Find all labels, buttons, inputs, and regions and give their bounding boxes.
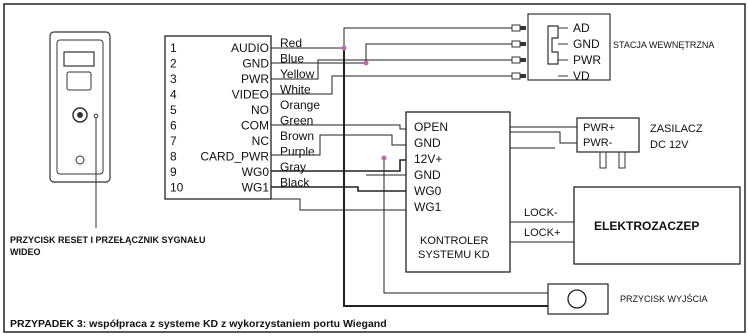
terminal-pin-number: 5: [170, 103, 177, 117]
terminal-pin-name: WG1: [242, 181, 270, 195]
wire-color-label: Blue: [280, 52, 304, 66]
terminal-pin-number: 4: [170, 88, 177, 102]
controller-title-line2: SYSTEMU KD: [418, 249, 490, 261]
reset-note-line2: WIDEO: [10, 247, 41, 257]
indoor-connector: [511, 24, 521, 32]
power-supply-box: [576, 117, 640, 153]
controller-pin-label: 12V+: [414, 152, 442, 166]
wire-color-label: Brown: [280, 129, 314, 143]
terminal-pin-name: VIDEO: [232, 88, 269, 102]
controller-box: [405, 111, 511, 273]
wire-color-label: White: [280, 83, 311, 97]
power-supply-pin-plus: PWR+: [583, 122, 615, 134]
electric-strike-box: [573, 186, 741, 265]
indoor-connector-tip: [520, 58, 526, 62]
camera-icon: [72, 107, 88, 123]
lock-minus-label: LOCK-: [524, 207, 558, 219]
indoor-pins: AD GND PWR VD: [511, 21, 601, 83]
wire-color-label: Yellow: [280, 67, 315, 81]
indoor-connector-tip: [520, 42, 526, 46]
plug-prong-left: [599, 151, 607, 169]
controller-pin-label: WG1: [414, 200, 442, 214]
terminal-pin-number: 10: [170, 181, 184, 195]
indoor-connector-tip: [520, 74, 526, 78]
lock-plus-label: LOCK+: [524, 227, 560, 239]
controller-pin-label: WG0: [414, 184, 442, 198]
terminal-pin-name: WG0: [242, 165, 270, 179]
exit-button-label: PRZYCISK WYJŚCIA: [620, 293, 708, 304]
terminal-pin-name: NO: [251, 103, 269, 117]
exit-button-icon: [567, 289, 587, 309]
indoor-pin-label: VD: [573, 69, 590, 83]
wire-color-label: Orange: [280, 98, 320, 112]
controller-pin-label: GND: [414, 168, 441, 182]
exit-button-box: [547, 283, 609, 315]
indoor-connector: [511, 40, 521, 48]
controller-title-line1: KONTROLER: [420, 235, 489, 247]
wire-color-label: Black: [280, 176, 310, 190]
reset-note-line1: PRZYCISK RESET I PRZEŁĄCZNIK SYGNAŁU: [10, 235, 206, 245]
terminal-pin-number: 2: [170, 57, 177, 71]
indoor-connector-tip: [520, 26, 526, 30]
plug-prong-right: [618, 151, 626, 169]
terminal-pin-number: 9: [170, 165, 177, 179]
terminal-pin-number: 3: [170, 72, 177, 86]
controller-pin-label: OPEN: [414, 120, 448, 134]
power-supply-pin-minus: PWR-: [583, 137, 613, 149]
terminal-pin-name: AUDIO: [231, 41, 269, 55]
electric-strike-label: ELEKTROZACZEP: [594, 219, 699, 233]
wire-color-label: Purple: [280, 145, 315, 159]
wires: [271, 27, 577, 307]
indoor-connector: [511, 72, 521, 80]
terminal-pin-number: 1: [170, 41, 177, 55]
door-station: [49, 31, 111, 228]
indoor-station: [527, 13, 611, 81]
indoor-station-label: STACJA WEWNĘTRZNA: [613, 40, 714, 50]
indoor-connector: [511, 56, 521, 64]
terminal-pin-number: 6: [170, 119, 177, 133]
terminal-pin-name: CARD_PWR: [200, 150, 269, 164]
wire-color-label: Green: [280, 114, 313, 128]
wire-color-label: Gray: [280, 160, 306, 174]
terminal-pin-name: PWR: [241, 72, 269, 86]
terminal-pin-number: 7: [170, 134, 177, 148]
terminal-block: [164, 35, 272, 200]
indoor-pin-label: AD: [573, 21, 590, 35]
terminal-pin-name: COM: [241, 119, 269, 133]
terminal-pin-name: GND: [242, 57, 269, 71]
power-supply-label-line1: ZASILACZ: [650, 123, 703, 135]
indoor-pin-label: GND: [573, 37, 600, 51]
junction-dot: [381, 155, 387, 161]
terminal-pin-number: 8: [170, 150, 177, 164]
terminal-pin-name: NC: [252, 134, 270, 148]
outer-frame: [3, 3, 746, 333]
controller-pin-label: GND: [414, 136, 441, 150]
junction-dot: [363, 60, 369, 66]
wire-color-label: Red: [280, 36, 302, 50]
caption: PRZYPADEK 3: współpraca z systeme KD z w…: [10, 318, 387, 330]
junction-dot: [341, 45, 347, 51]
indoor-pin-label: PWR: [573, 53, 601, 67]
power-supply-label-line2: DC 12V: [650, 139, 689, 151]
